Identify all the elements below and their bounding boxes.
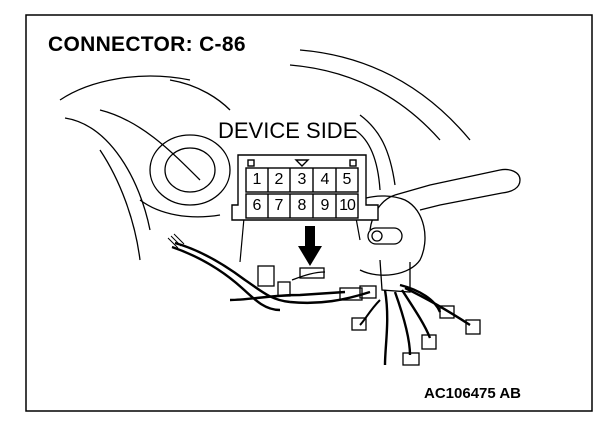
pin-number: 7 bbox=[274, 197, 284, 214]
pin-number: 5 bbox=[342, 171, 352, 188]
pin-number: 3 bbox=[297, 171, 307, 188]
connector-leader-lines bbox=[239, 217, 361, 263]
steering-column-drawing bbox=[59, 49, 521, 366]
pin-number: 1 bbox=[252, 171, 262, 188]
connector-title: CONNECTOR: C-86 bbox=[48, 33, 246, 56]
figure-border bbox=[25, 14, 593, 412]
pin-number: 4 bbox=[320, 171, 330, 188]
pin-number: 6 bbox=[252, 197, 262, 214]
device-side-label: DEVICE SIDE bbox=[218, 118, 358, 143]
reference-code: AC106475 AB bbox=[424, 385, 521, 402]
pin-number: 8 bbox=[297, 197, 307, 214]
pin-number: 10 bbox=[339, 197, 356, 214]
down-arrow-icon bbox=[298, 226, 322, 266]
pin-number: 2 bbox=[274, 171, 284, 188]
pin-number: 9 bbox=[320, 197, 330, 214]
connector-cavity-dividers bbox=[267, 168, 337, 218]
